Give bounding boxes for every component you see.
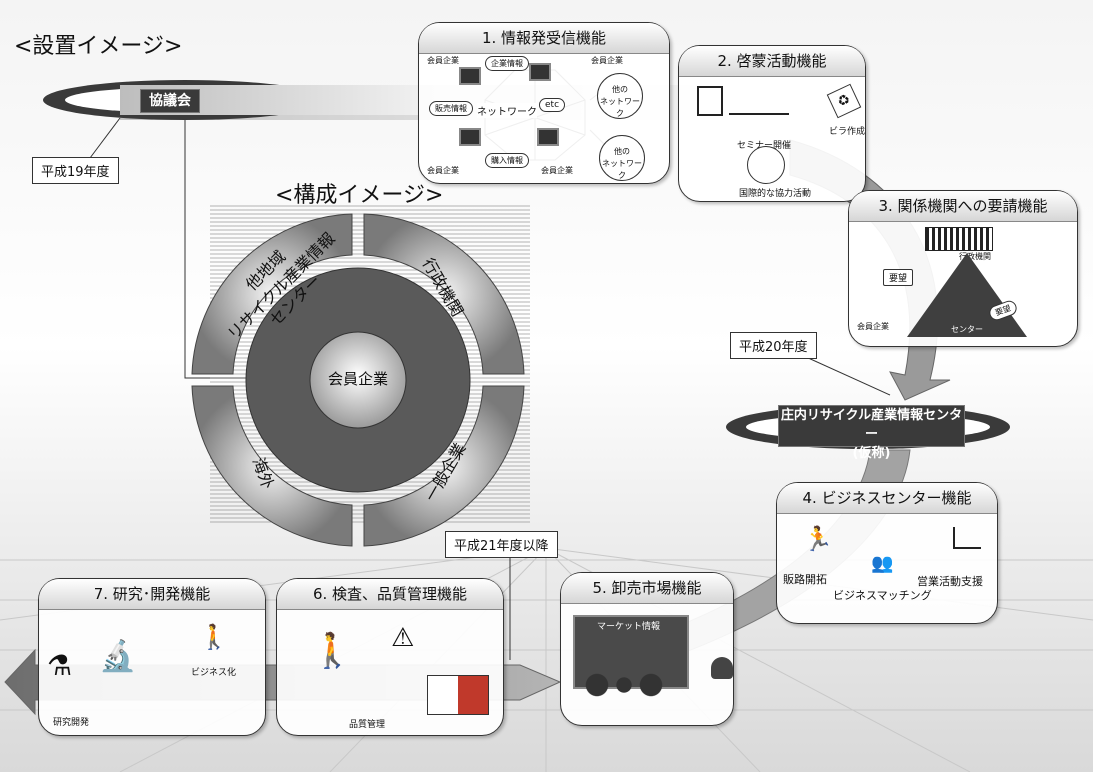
- f1-member-label: 会員企業: [591, 56, 623, 65]
- warning-icon: ⚠: [391, 623, 415, 653]
- function-2-title: 2. 啓蒙活動機能: [679, 46, 865, 77]
- function-box-4: 4. ビジネスセンター機能 🏃 販路開拓 👥 ビジネスマッチング 営業活動支援: [776, 482, 998, 624]
- function-box-7: 7. 研究･開発機能 ⚗ 🔬 研究開発 🚶 ビジネス化: [38, 578, 266, 736]
- function-box-6: 6. 検査、品質管理機能 🚶 ⚠ 品質管理: [276, 578, 504, 736]
- f5-market-info-label: マーケット情報: [597, 622, 661, 632]
- function-3-title: 3. 関係機関への要請機能: [849, 191, 1077, 222]
- inspector-icon: 🚶: [311, 631, 354, 671]
- laptop-user-icon: [711, 657, 733, 679]
- ring-core-label: 会員企業: [327, 370, 388, 388]
- function-4-title: 4. ビジネスセンター機能: [777, 483, 997, 514]
- f1-member-label: 会員企業: [427, 166, 459, 175]
- year-h20-tag: 平成20年度: [730, 332, 817, 359]
- f3-members-label: 会員企業: [857, 322, 889, 331]
- walker-icon: 🚶: [199, 623, 229, 651]
- function-box-1: 1. 情報発受信機能 会員企業 会員企業 会員企業 会員企業 企業情報 販売情報…: [418, 22, 670, 184]
- computer-icon: [459, 67, 481, 85]
- center-name-line2: (仮称): [852, 446, 891, 461]
- people-icon: 👥: [871, 553, 894, 574]
- f1-other-network-1: 他の ネットワーク: [597, 73, 643, 119]
- f7-business-label: ビジネス化: [191, 668, 237, 678]
- year-h19-tag: 平成19年度: [32, 157, 119, 184]
- whiteboard-icon: [697, 86, 723, 116]
- composition-ring: [191, 213, 525, 547]
- boxes-icon: [427, 675, 489, 715]
- microscope-icon: 🔬: [99, 639, 137, 674]
- f4-sales-support-label: 営業活動支援: [917, 575, 983, 588]
- f1-member-label: 会員企業: [541, 166, 573, 175]
- f7-rnd-label: 研究開発: [53, 718, 90, 728]
- audience-icon: [729, 91, 789, 115]
- government-building-icon: [925, 227, 993, 251]
- chart-presentation-icon: [953, 527, 981, 549]
- function-box-2: 2. 啓蒙活動機能 セミナー開催 ♻ ビラ作成 国際的な協力活動: [678, 45, 866, 202]
- f2-international-label: 国際的な協力活動: [739, 189, 812, 199]
- function-5-title: 5. 卸売市場機能: [561, 573, 733, 604]
- setup-heading: <設置イメージ>: [14, 34, 183, 59]
- f1-etc-label: etc: [539, 98, 566, 112]
- f1-company-info: 企業情報: [485, 56, 529, 71]
- function-box-5: 5. 卸売市場機能 マーケット情報: [560, 572, 734, 726]
- f1-network-label: ネットワーク: [477, 103, 537, 118]
- composition-heading: <構成イメージ>: [275, 183, 444, 208]
- year-h21-tag: 平成21年度以降: [445, 531, 558, 558]
- flask-icon: ⚗: [47, 649, 73, 682]
- f1-sales-info: 販売情報: [429, 101, 473, 116]
- handshake-icon: [747, 146, 785, 184]
- computer-icon: [459, 128, 481, 146]
- computer-icon: [537, 128, 559, 146]
- pyramid-shape: [907, 253, 1027, 337]
- computer-icon: [529, 63, 551, 81]
- recycle-icon: ♻: [826, 83, 862, 119]
- f4-matching-label: ビジネスマッチング: [833, 589, 932, 602]
- f1-member-label: 会員企業: [427, 56, 459, 65]
- crowd-icon: [579, 673, 669, 713]
- runner-icon: 🏃: [803, 525, 833, 553]
- council-label: 協議会: [140, 89, 200, 113]
- f4-channel-label: 販路開拓: [783, 573, 827, 586]
- f3-request-label: 要望: [883, 269, 914, 286]
- f1-purchase-info: 購入情報: [485, 153, 529, 168]
- f2-flyer-label: ビラ作成: [829, 127, 866, 137]
- function-1-title: 1. 情報発受信機能: [419, 23, 669, 54]
- center-name-line1: 庄内リサイクル産業情報センター: [780, 408, 963, 442]
- function-6-title: 6. 検査、品質管理機能: [277, 579, 503, 610]
- f6-quality-label: 品質管理: [349, 720, 386, 730]
- function-7-title: 7. 研究･開発機能: [39, 579, 265, 610]
- f1-other-network-2: 他の ネットワーク: [599, 135, 645, 181]
- f3-center-label: センター: [951, 325, 983, 334]
- function-box-3: 3. 関係機関への要請機能 行政機関 要望 会員企業 センター 要望: [848, 190, 1078, 347]
- center-name-label: 庄内リサイクル産業情報センター (仮称): [778, 405, 965, 461]
